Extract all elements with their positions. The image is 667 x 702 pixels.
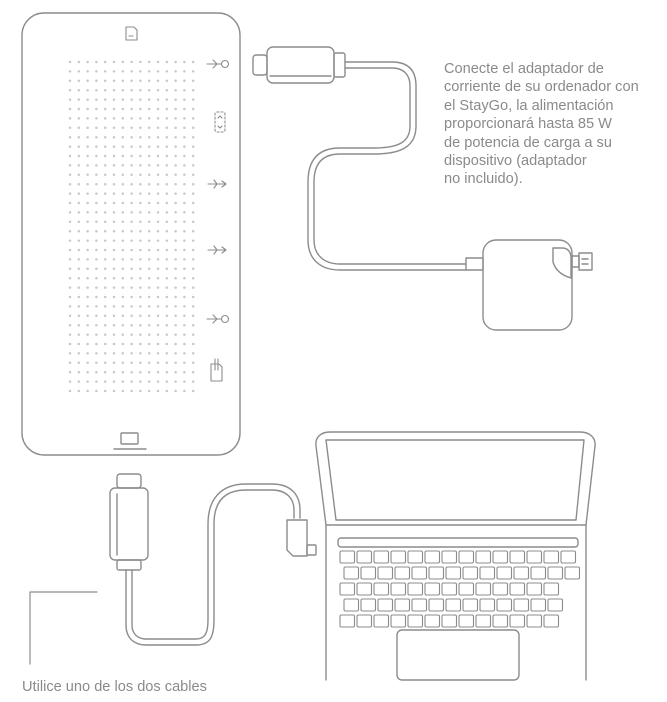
usb-c-icon [206,314,230,324]
usb-a-icon [207,179,227,189]
callout-line [29,591,98,665]
power-instruction: Conecte el adaptador de corriente de su … [444,60,659,189]
laptop-stand-icon [113,432,147,450]
power-instruction-line: de potencia de carga a su [444,134,612,151]
laptop-keyboard [339,550,581,628]
sd-card-icon [210,358,223,382]
power-instruction-line: Conecte el adaptador de [444,61,604,77]
power-instruction-line: proporcionará hasta 85 W [444,116,612,133]
power-instruction-line: corriente de su ordenador con [444,79,639,96]
sd-card-icon [125,26,138,41]
power-instruction-line: no incluido). [444,171,523,188]
hub-device [21,12,241,456]
laptop [315,431,596,681]
sd-card-slot-icon [214,111,226,133]
power-adapter [465,239,593,331]
laptop-cable [109,473,317,646]
hub-dot-pattern [68,60,195,393]
power-cable [252,46,467,271]
laptop-trackpad [396,629,520,681]
cable-instruction: Utilice uno de los dos cables [22,679,207,695]
usb-c-icon [206,59,230,69]
usb-a-icon [207,245,227,255]
power-instruction-line: dispositivo (adaptador [444,153,587,170]
power-instruction-line: el StayGo, la alimentación [444,97,614,114]
